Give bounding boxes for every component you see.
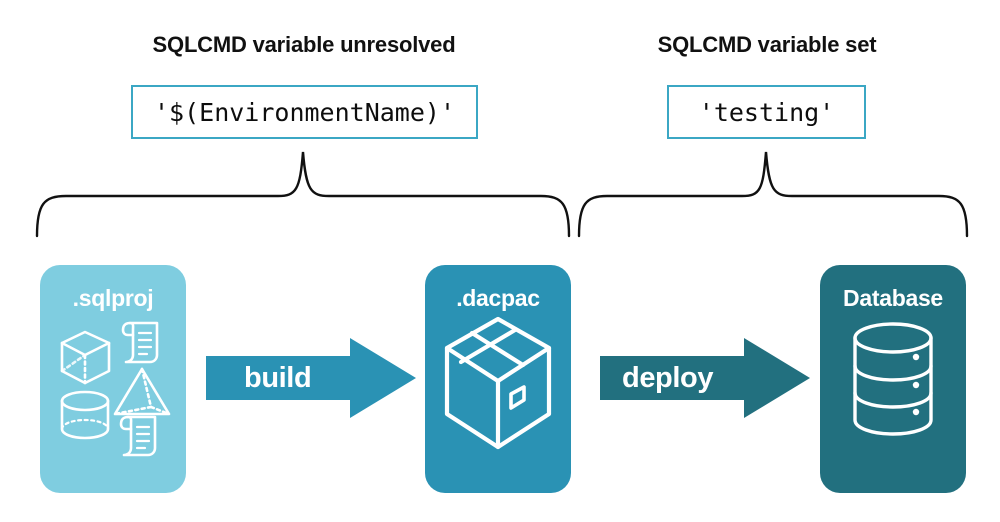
node-sqlproj[interactable]: .sqlproj	[40, 265, 186, 493]
node-database[interactable]: Database	[820, 265, 966, 493]
sqlcmd-variable-unresolved-box: '$(EnvironmentName)'	[131, 85, 478, 139]
pyramid-icon	[113, 367, 171, 416]
package-box-icon	[444, 316, 552, 450]
node-database-label: Database	[843, 285, 943, 311]
node-sqlproj-label: .sqlproj	[72, 285, 154, 311]
cube-icon	[60, 330, 111, 385]
database-art	[853, 322, 933, 436]
sqlproj-artifacts-art	[60, 321, 171, 457]
arrow-deploy[interactable]: deploy	[600, 338, 810, 418]
sqlcmd-variable-unresolved-value: '$(EnvironmentName)'	[153, 97, 456, 127]
sqlcmd-variable-set-box: 'testing'	[667, 85, 866, 139]
brace-deploy-icon	[577, 151, 969, 238]
dacpac-package-art	[444, 316, 552, 450]
arrow-build-icon	[206, 338, 416, 418]
brace-build-icon	[35, 151, 571, 238]
node-dacpac-label: .dacpac	[456, 285, 540, 311]
sqlcmd-variable-set-value: 'testing'	[698, 97, 835, 127]
annotation-heading-build: SQLCMD variable unresolved	[152, 32, 456, 57]
cylinder-icon	[60, 390, 110, 440]
arrow-build-label: build	[244, 362, 312, 394]
scroll-icon	[119, 415, 157, 457]
arrow-deploy-icon	[600, 338, 810, 418]
scroll-icon	[121, 321, 159, 364]
annotation-heading-deploy: SQLCMD variable set	[657, 32, 877, 57]
arrow-deploy-label: deploy	[622, 362, 714, 394]
database-cylinder-icon	[853, 322, 933, 436]
node-dacpac[interactable]: .dacpac	[425, 265, 571, 493]
arrow-build[interactable]: build	[206, 338, 416, 418]
